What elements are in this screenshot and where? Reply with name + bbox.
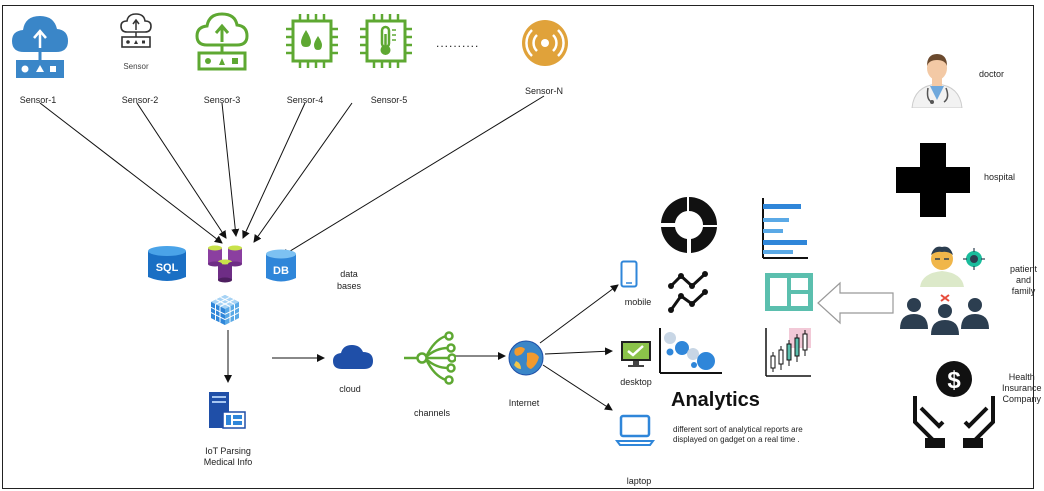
analytics-title: Analytics bbox=[671, 389, 760, 411]
arrow-internet-to-mobile bbox=[539, 284, 619, 344]
arrow-sensor5-to-db bbox=[253, 102, 353, 243]
mobile-phone-icon bbox=[620, 260, 638, 288]
patient-icon bbox=[918, 243, 990, 287]
candlestick-chart-icon bbox=[763, 326, 813, 378]
sensor-1-label: Sensor-1 bbox=[19, 95, 57, 105]
mobile-label: mobile bbox=[624, 297, 652, 307]
line-chart-icon bbox=[668, 270, 708, 314]
dashboard-layout-icon bbox=[763, 271, 815, 313]
sensor-2-inner-label: Sensor bbox=[123, 62, 149, 71]
family-group-icon bbox=[896, 291, 992, 335]
diagram-border bbox=[2, 5, 1034, 489]
cloud-sensor-icon bbox=[118, 12, 154, 52]
laptop-icon bbox=[615, 413, 655, 447]
dollar-sign-text: $ bbox=[947, 367, 961, 394]
sensor-3-label: Sensor-3 bbox=[203, 95, 241, 105]
channels-label: channels bbox=[413, 408, 451, 418]
arrow-internet-to-laptop bbox=[542, 364, 613, 411]
desktop-monitor-icon bbox=[619, 339, 653, 369]
db-database-icon: DB bbox=[263, 247, 299, 285]
hospital-label: hospital bbox=[984, 172, 1016, 182]
arrow-internet-to-desktop bbox=[544, 347, 613, 356]
arrow-sensor4-to-db bbox=[242, 102, 306, 239]
more-sensors-ellipsis: .......... bbox=[436, 36, 480, 50]
sensor-5-label: Sensor-5 bbox=[370, 95, 408, 105]
scatter-chart-icon bbox=[656, 326, 724, 376]
cloud-label: cloud bbox=[339, 384, 361, 394]
hospital-cross-icon bbox=[894, 141, 972, 219]
databases-label: data bases bbox=[336, 269, 362, 291]
analytics-description: different sort of analytical reports are… bbox=[673, 425, 803, 444]
sensor-2-label: Sensor-2 bbox=[121, 95, 159, 105]
data-cube-icon bbox=[208, 293, 242, 327]
arrow-sensor1-to-db bbox=[39, 102, 223, 244]
db-text: DB bbox=[273, 265, 289, 277]
cloud-icon bbox=[332, 343, 374, 373]
channels-fan-icon bbox=[402, 330, 456, 386]
globe-icon bbox=[507, 339, 545, 377]
chip-water-icon bbox=[284, 12, 340, 70]
patient-family-label: patient and family bbox=[1010, 264, 1038, 296]
signal-icon bbox=[521, 18, 569, 68]
doctor-label: doctor bbox=[979, 69, 1005, 79]
sql-database-icon: SQL bbox=[145, 244, 189, 284]
server-document-icon bbox=[207, 390, 247, 432]
sql-text: SQL bbox=[156, 262, 179, 274]
doctor-icon bbox=[910, 48, 964, 108]
cloud-upload-green-icon bbox=[194, 10, 250, 72]
arrow-sensor2-to-db bbox=[136, 102, 227, 239]
horizontal-bar-chart-icon bbox=[760, 196, 810, 260]
internet-label: Internet bbox=[508, 398, 540, 408]
sensor-4-label: Sensor-4 bbox=[286, 95, 324, 105]
insurance-money-hands-icon: $ bbox=[909, 356, 999, 450]
cloud-upload-icon bbox=[10, 10, 70, 80]
insurance-label: Health Insurance Company bbox=[1002, 372, 1042, 404]
hollow-arrow-patient-to-analytics bbox=[817, 281, 894, 325]
donut-chart-icon bbox=[658, 194, 720, 256]
arrow-sensor3-to-db bbox=[221, 102, 240, 237]
arrow-sensorN-to-db bbox=[281, 95, 545, 257]
desktop-label: desktop bbox=[620, 377, 652, 387]
chip-thermometer-icon bbox=[358, 12, 414, 70]
sensor-n-label: Sensor-N bbox=[524, 86, 564, 96]
iot-parsing-label: IoT Parsing Medical Info bbox=[203, 446, 253, 467]
laptop-label: laptop bbox=[626, 476, 652, 486]
data-pool-icon bbox=[204, 242, 248, 284]
